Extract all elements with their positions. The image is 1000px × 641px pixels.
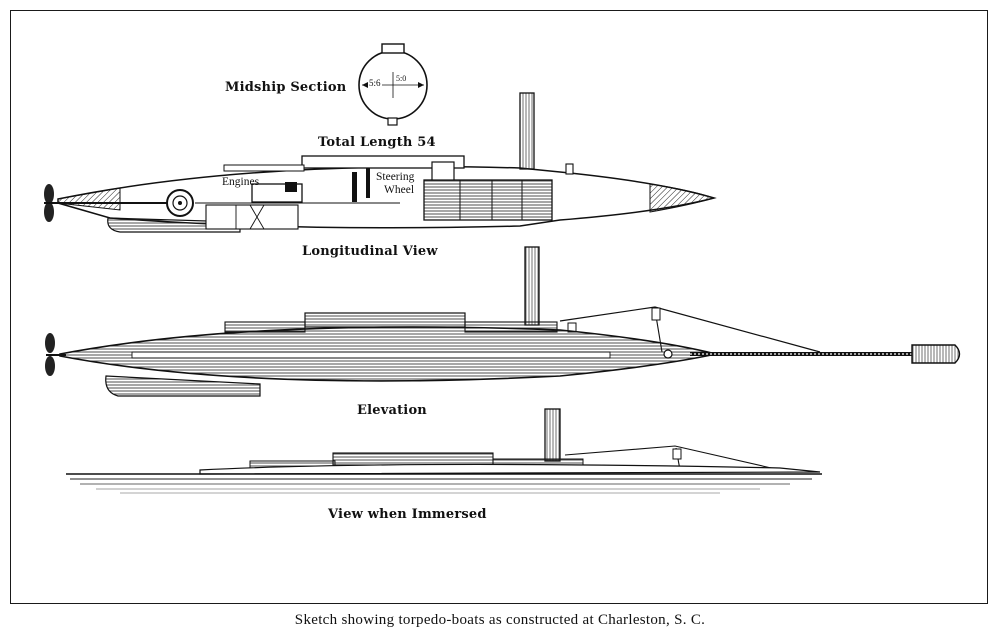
midship-dimension-label: 5:6	[368, 78, 382, 88]
steering-label: Steering	[376, 171, 415, 183]
engines-label: Engines	[222, 176, 260, 188]
view-when-immersed-label: View when Immersed	[328, 507, 487, 522]
elevation-label: Elevation	[357, 403, 427, 418]
figure-caption: Sketch showing torpedo-boats as construc…	[294, 612, 706, 628]
wheel-label: Wheel	[384, 184, 415, 196]
drawing-frame	[10, 10, 988, 604]
immersed-view-diagram	[66, 408, 822, 494]
longitudinal-view-diagram	[44, 92, 717, 233]
midship-section-diagram	[358, 43, 428, 126]
longitudinal-view-label: Longitudinal View	[302, 244, 438, 259]
elevation-diagram	[45, 246, 961, 397]
midship-vertical-dimension-label: 5:0	[395, 74, 408, 83]
midship-section-label: Midship Section	[225, 80, 347, 95]
total-length-label: Total Length 54	[318, 135, 436, 150]
